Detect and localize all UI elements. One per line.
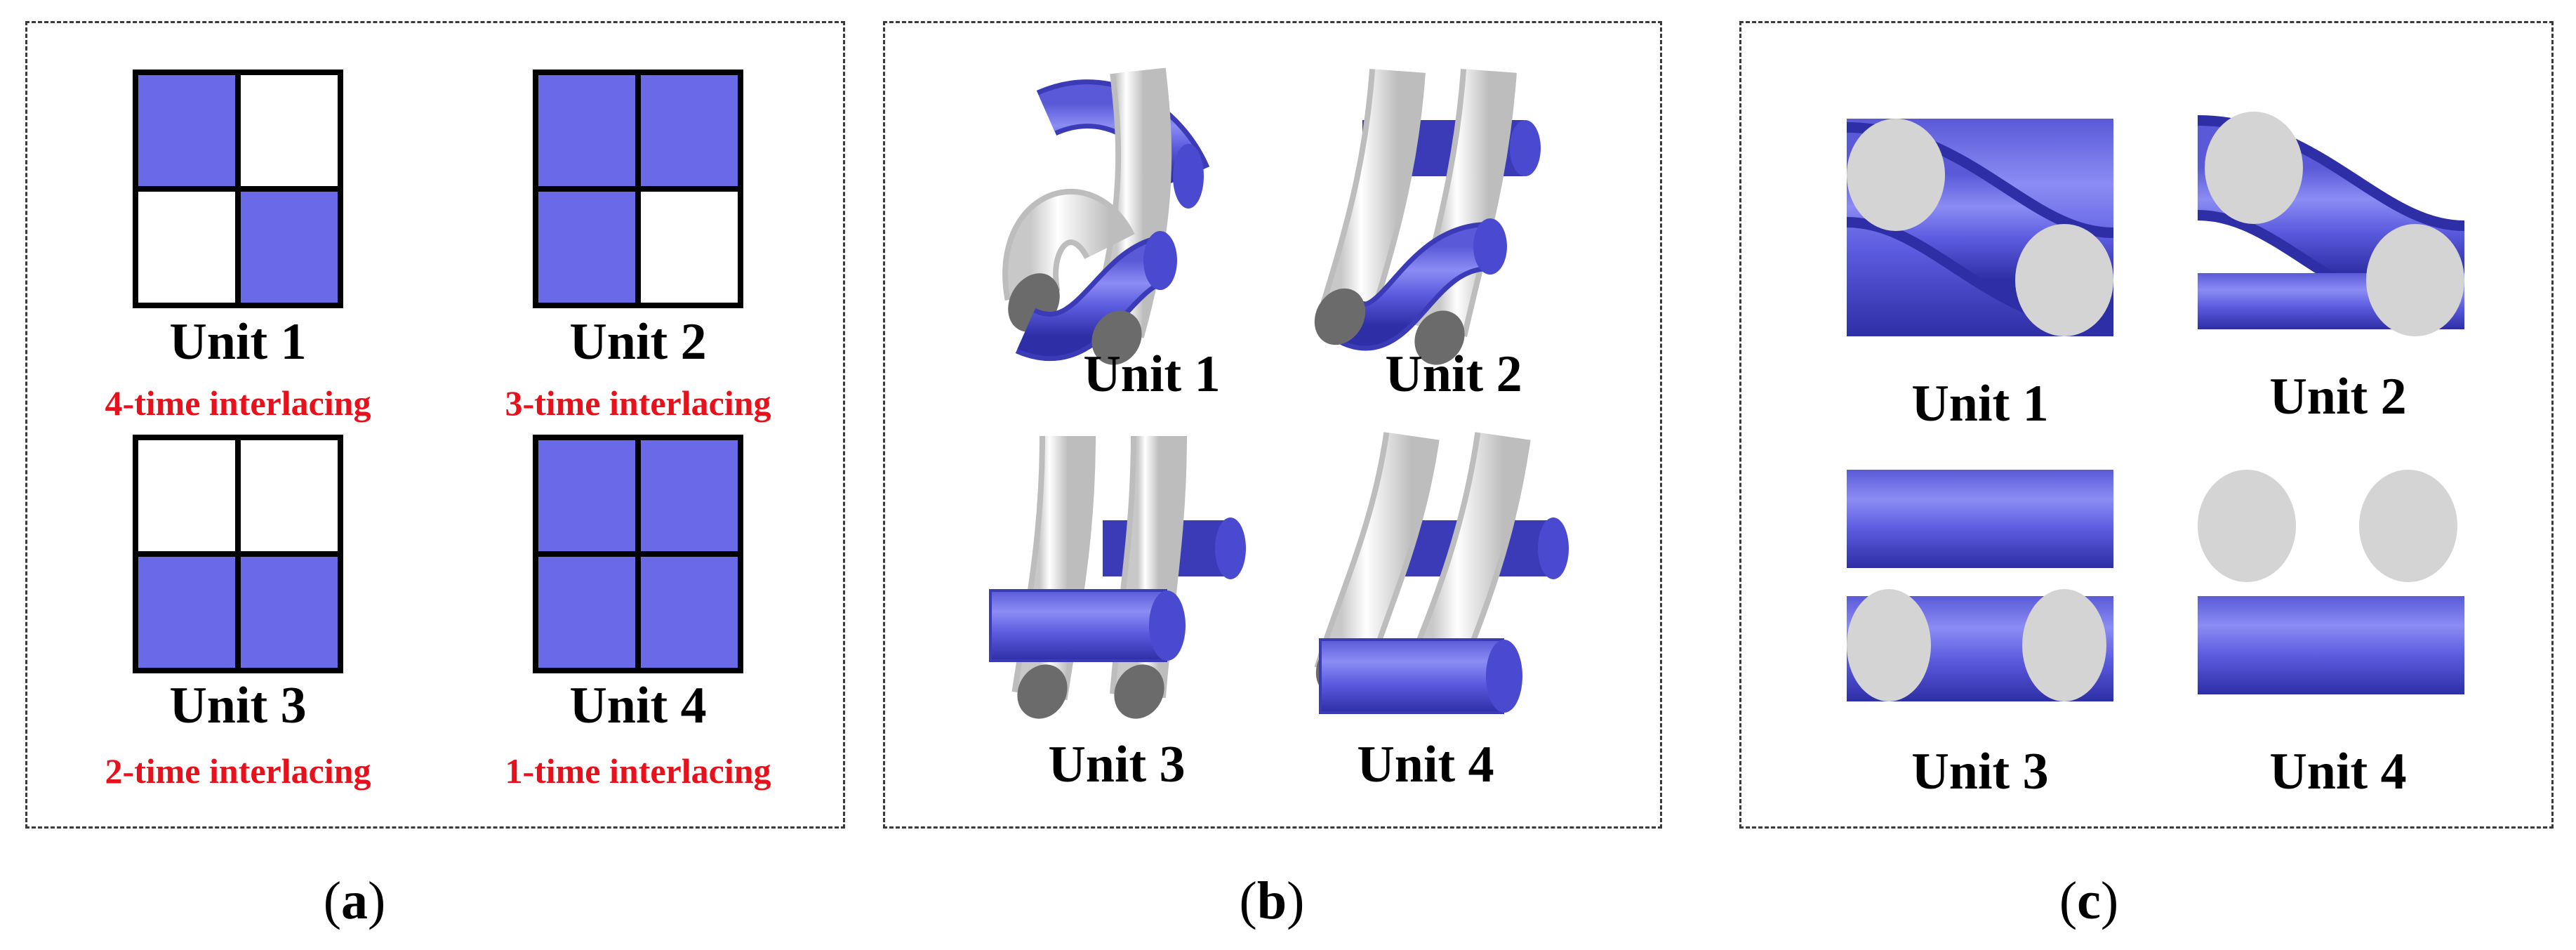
unit2-label-c: Unit 2	[2269, 368, 2407, 425]
unit2-grid	[533, 70, 743, 308]
grid-cell	[138, 554, 238, 668]
grid-cell	[538, 554, 638, 668]
grid-cell	[638, 554, 738, 668]
grid-cell	[138, 75, 238, 189]
unit3-label: Unit 3	[169, 677, 307, 734]
grid-cell	[538, 189, 638, 303]
grid-cell	[138, 189, 238, 303]
unit1-grid	[133, 70, 343, 308]
panel-b: Unit 1 Unit 2 Unit 3	[883, 21, 1662, 829]
unit2-3d-illustration	[1314, 69, 1541, 365]
unit3-grid	[133, 435, 343, 673]
caption-c: (c)	[2059, 871, 2119, 930]
unit1-3d-illustration	[1002, 67, 1210, 365]
unit2-label-b: Unit 2	[1385, 345, 1522, 403]
panel-c: Unit 1 Unit 2 Unit 3 Unit 4	[1739, 21, 2554, 829]
unit4-label: Unit 4	[569, 677, 707, 734]
grid-cell	[638, 189, 738, 303]
grid-cell	[238, 440, 338, 554]
grid-cell	[538, 440, 638, 554]
unit1-label-c: Unit 1	[1911, 375, 2049, 433]
unit4-cross-section	[2198, 470, 2464, 694]
grid-cell	[138, 440, 238, 554]
panel-a: Unit 1 4-time interlacing Unit 2 3-time …	[25, 21, 845, 829]
unit4-grid	[533, 435, 743, 673]
unit4-3d-illustration	[1314, 432, 1569, 714]
grid-cell	[638, 75, 738, 189]
unit2-label: Unit 2	[569, 313, 707, 371]
unit3-cross-section	[1847, 470, 2113, 701]
unit3-3d-illustration	[989, 435, 1246, 719]
caption-b: (b)	[1239, 871, 1305, 930]
unit1-interlacing: 4-time interlacing	[105, 383, 371, 423]
unit2-cross-section	[2196, 112, 2467, 336]
unit2-interlacing: 3-time interlacing	[505, 383, 771, 423]
caption-a: (a)	[323, 871, 386, 930]
unit1-label: Unit 1	[169, 313, 307, 371]
unit4-label-b: Unit 4	[1357, 736, 1494, 793]
unit4-label-c: Unit 4	[2269, 743, 2407, 800]
grid-cell	[238, 189, 338, 303]
grid-cell	[238, 75, 338, 189]
unit4-interlacing: 1-time interlacing	[505, 751, 771, 791]
unit3-label-c: Unit 3	[1911, 743, 2049, 800]
unit3-interlacing: 2-time interlacing	[105, 751, 371, 791]
unit3-label-b: Unit 3	[1048, 736, 1186, 793]
grid-cell	[538, 75, 638, 189]
grid-cell	[238, 554, 338, 668]
grid-cell	[638, 440, 738, 554]
unit1-cross-section	[1845, 119, 2116, 336]
unit1-label-b: Unit 1	[1083, 345, 1221, 403]
